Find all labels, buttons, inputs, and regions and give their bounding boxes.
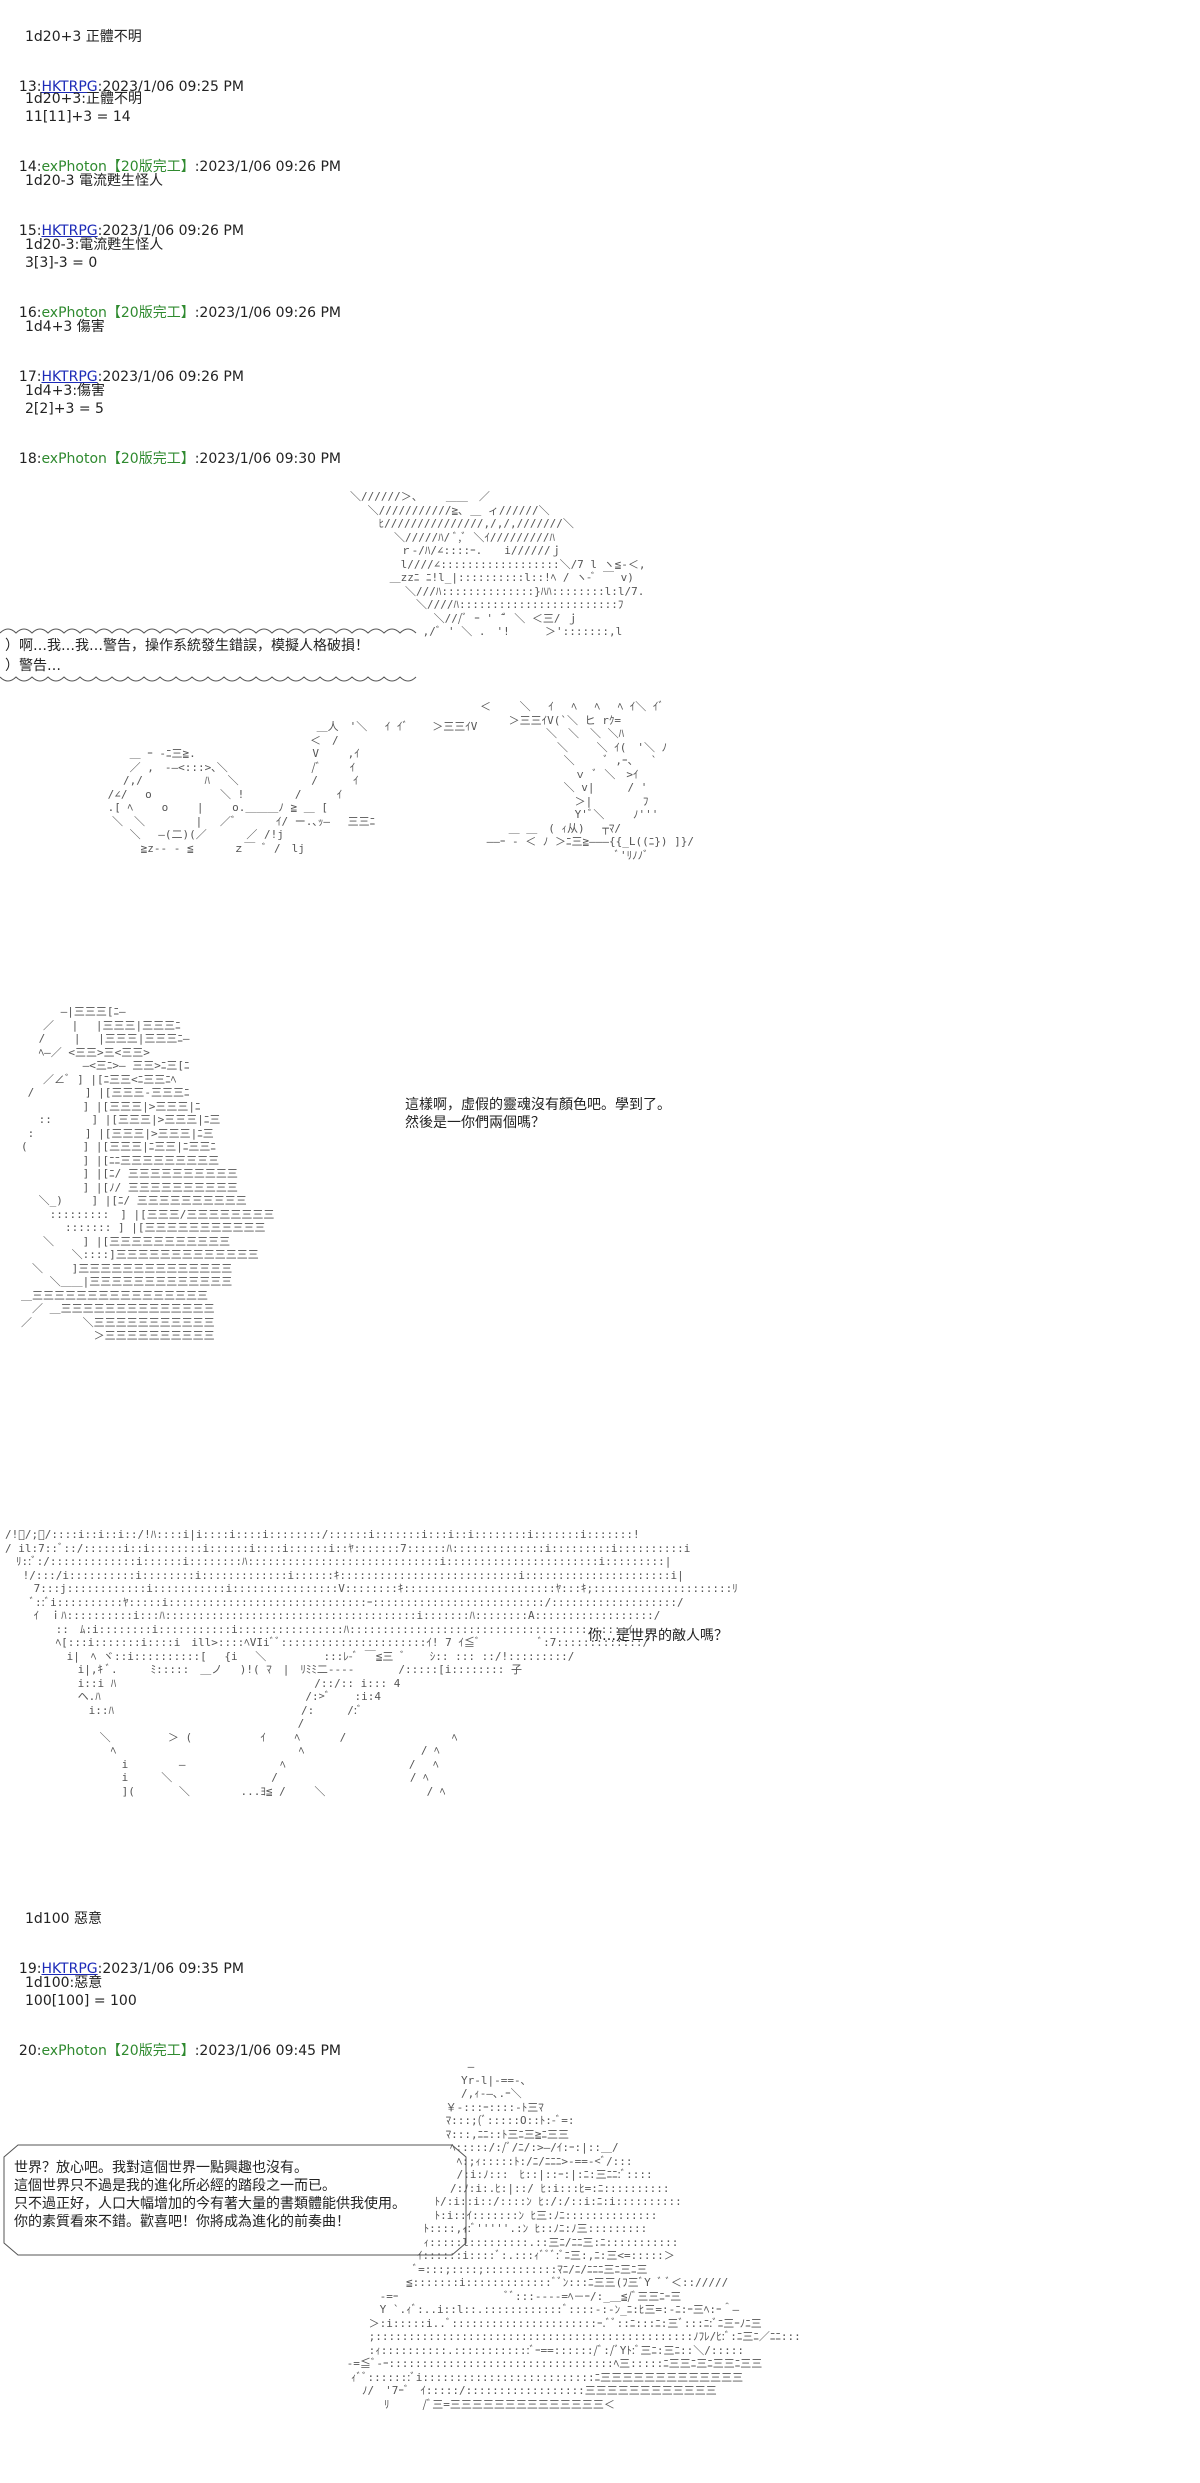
speech-text: 世界？放心吧。我對這個世界一點興趣也沒有。 <box>14 2160 308 2176</box>
post-number: 18: <box>18 451 42 467</box>
post-header: 15:HKTRPG:2023/1/06 09:26 PM <box>10 204 244 240</box>
post-number: 15: <box>18 223 42 239</box>
poster-name-link[interactable]: HKTRPG <box>41 79 98 95</box>
post-date: :2023/1/06 09:26 PM <box>97 223 244 239</box>
poster-name: exPhoton【20版完工】 <box>41 159 195 175</box>
roll-line: 1d100:惡意 <box>25 1975 103 1991</box>
roll-line: 1d20+3 正體不明 <box>25 29 142 45</box>
bubble-border <box>3 2144 467 2256</box>
roll-result: 2[2]+3 = 5 <box>25 401 104 417</box>
poster-name-link[interactable]: HKTRPG <box>41 223 98 239</box>
speech-text: 然後是一你們兩個嗎？ <box>405 1115 545 1131</box>
poster-name: exPhoton【20版完工】 <box>41 2043 195 2059</box>
roll-line: 1d20+3:正體不明 <box>25 91 142 107</box>
post-header: 14:exPhoton【20版完工】:2023/1/06 09:26 PM <box>10 140 341 176</box>
post-date: :2023/1/06 09:35 PM <box>97 1961 244 1977</box>
speech-text: 你…是世界的敵人嗎？ <box>588 1628 728 1644</box>
speech-text: 只不過正好，人口大幅增加的今有著大量的書類體能供我使用。 <box>14 2196 406 2212</box>
speech-bubble-4: 世界？放心吧。我對這個世界一點興趣也沒有。 這個世界只不過是我的進化所必經的踏段… <box>0 2143 470 2258</box>
ascii-art-creature: ― Yr-l|-==-､ /,ｨ-―､.ｰ＼ ￥-:::ｰ::::-ﾄ三ﾏ ﾏ:… <box>346 2060 801 2411</box>
post-header: 17:HKTRPG:2023/1/06 09:26 PM <box>10 350 244 386</box>
post-number: 13: <box>18 79 42 95</box>
post-number: 17: <box>18 369 42 385</box>
post-date: :2023/1/06 09:25 PM <box>97 79 244 95</box>
post-number: 16: <box>18 305 42 321</box>
post-header: 13:HKTRPG:2023/1/06 09:25 PM <box>10 60 244 96</box>
speech-text: ）啊…我…我…警告，操作系統發生錯誤，模擬人格破損！ <box>5 638 369 654</box>
ascii-art-robot-body: ＿人 '＼ ｲ ｲﾞ ＞三三ｲV ＜ / ＿ ｰ ‐ﾆ三≧. V ,ｲ ／ , … <box>107 720 478 855</box>
poster-name: exPhoton【20版完工】 <box>41 305 195 321</box>
post-header: 19:HKTRPG:2023/1/06 09:35 PM <box>10 1942 244 1978</box>
post-date: :2023/1/06 09:26 PM <box>194 159 341 175</box>
post-number: 19: <box>18 1961 42 1977</box>
bubble-border <box>0 628 417 682</box>
roll-line: 1d4+3:傷害 <box>25 383 106 399</box>
roll-line: 1d100 惡意 <box>25 1911 102 1927</box>
speech-text: 這樣啊，虛假的靈魂沒有顏色吧。學到了。 <box>405 1097 671 1113</box>
ascii-art-figure: /!ﾞ/;ﾞ/::::i::i::i::/!ﾊ::::i|i::::i::::i… <box>5 1528 738 1798</box>
roll-result: 3[3]-3 = 0 <box>25 255 98 271</box>
post-date: :2023/1/06 09:45 PM <box>194 2043 341 2059</box>
post-header: 18:exPhoton【20版完工】:2023/1/06 09:30 PM <box>10 432 341 468</box>
post-date: :2023/1/06 09:26 PM <box>194 305 341 321</box>
poster-name: exPhoton【20版完工】 <box>41 451 195 467</box>
post-number: 14: <box>18 159 42 175</box>
speech-text: 這個世界只不過是我的進化所必經的踏段之一而已。 <box>14 2178 336 2194</box>
post-header: 16:exPhoton【20版完工】:2023/1/06 09:26 PM <box>10 286 341 322</box>
post-date: :2023/1/06 09:26 PM <box>97 369 244 385</box>
roll-line: 1d20-3 電流甦生怪人 <box>25 173 164 189</box>
speech-bubble-1: ）啊…我…我…警告，操作系統發生錯誤，模擬人格破損！ ）警告… <box>0 625 420 685</box>
poster-name-link[interactable]: HKTRPG <box>41 1961 98 1977</box>
roll-result: 100[100] = 100 <box>25 1993 137 2009</box>
roll-result: 11[11]+3 = 14 <box>25 109 131 125</box>
speech-text: ）警告… <box>5 658 61 674</box>
poster-name-link[interactable]: HKTRPG <box>41 369 98 385</box>
roll-line: 1d4+3 傷害 <box>25 319 105 335</box>
post-date: :2023/1/06 09:30 PM <box>194 451 341 467</box>
post-number: 20: <box>18 2043 42 2059</box>
ascii-art-robot-right: ＜ ＼ ｲ ﾍ ﾍ ﾍ ｲ＼ ｲﾞ ＞三三ｲV(`＼ ヒ rｸ= ＼ ＼ ＼ ＼… <box>480 700 694 862</box>
post-header: 20:exPhoton【20版完工】:2023/1/06 09:45 PM <box>10 2024 341 2060</box>
ascii-art-building: ―|三三三[ﾆ― ／ | |三三三|三三三ﾆ / | |三三三|三三三ﾆ― ﾍ―… <box>20 1005 275 1342</box>
speech-text: 你的素質看來不錯。歡喜吧！你將成為進化的前奏曲！ <box>14 2214 350 2230</box>
ascii-art-robot: ＼//////＞、 ＿＿ ／ ＼///////////≧､ ＿ ィ//////＼… <box>350 490 646 638</box>
roll-line: 1d20-3:電流甦生怪人 <box>25 237 164 253</box>
